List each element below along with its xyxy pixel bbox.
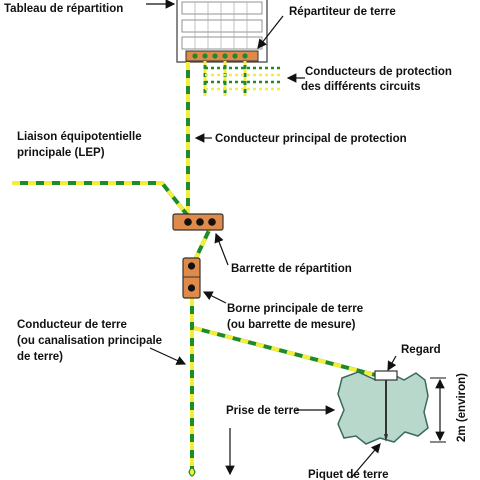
inspection-pit <box>374 370 398 381</box>
label-regard: Regard <box>401 344 441 356</box>
label-conducteur-terre-1: Conducteur de terre <box>17 319 127 331</box>
label-tableau: Tableau de répartition <box>4 3 123 15</box>
earth-distributor-bar <box>185 50 259 62</box>
main-earthing-terminal <box>182 257 201 299</box>
depth-dimension <box>430 377 446 443</box>
label-borne-2: (ou barrette de mesure) <box>227 319 356 331</box>
label-conducteur-principal: Conducteur principal de protection <box>215 133 407 145</box>
label-conducteur-terre-3: de terre) <box>17 351 63 363</box>
label-conducteurs-protection-1: Conducteurs de protection <box>305 66 452 78</box>
label-conducteur-terre-2: (ou canalisation principale <box>17 335 162 347</box>
distribution-barrette <box>172 213 224 231</box>
circuit-protective-conductors <box>203 61 282 96</box>
label-repartiteur: Répartiteur de terre <box>289 6 396 18</box>
label-barrette-repartition: Barrette de répartition <box>231 263 352 275</box>
label-profondeur: 2m (environ) <box>456 373 468 442</box>
label-lep-1: Liaison équipotentielle <box>17 131 142 143</box>
label-piquet-de-terre: Piquet de terre <box>308 469 389 480</box>
leader-arrows <box>146 0 397 479</box>
electrode-conductor <box>193 326 384 379</box>
lep-conductor <box>12 181 190 218</box>
earth-conductor <box>188 298 196 477</box>
label-lep-2: principale (LEP) <box>17 147 105 159</box>
label-prise-de-terre: Prise de terre <box>226 405 300 417</box>
earth-electrode-ground <box>337 370 429 445</box>
label-conducteurs-protection-2: des différents circuits <box>301 81 421 93</box>
label-borne-1: Borne principale de terre <box>227 303 363 315</box>
